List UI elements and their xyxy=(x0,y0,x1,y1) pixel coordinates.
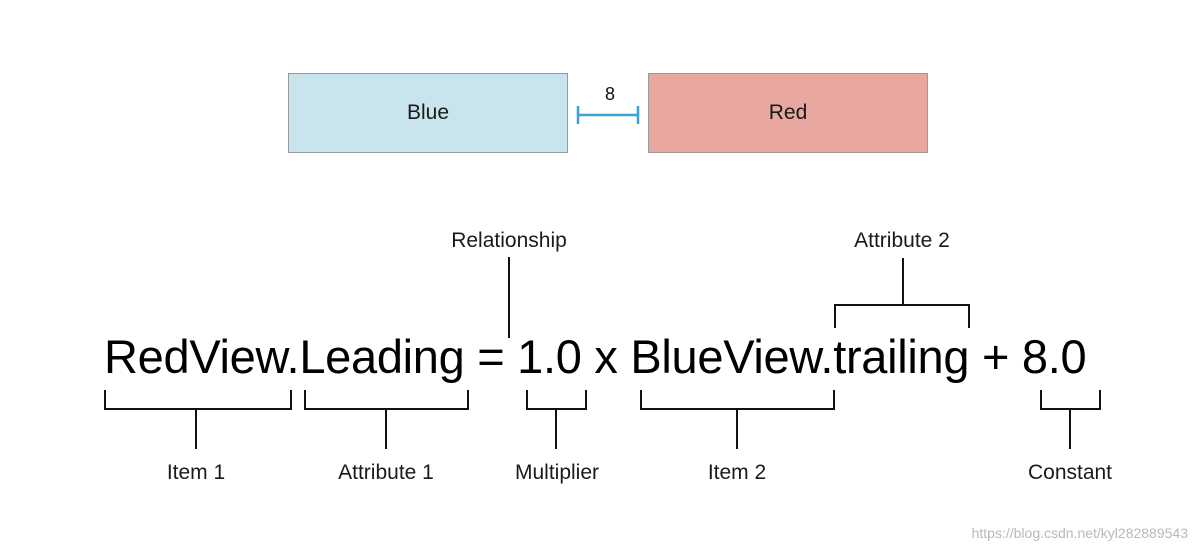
watermark-text: https://blog.csdn.net/kyl282889543 xyxy=(971,525,1188,541)
equation-item1: RedView. xyxy=(104,330,300,383)
constant-label: Constant xyxy=(1027,461,1113,484)
item1-label: Item 1 xyxy=(166,461,226,484)
equation-attribute1: Leading xyxy=(299,330,465,383)
blue-view-label: Blue xyxy=(406,101,450,124)
item2-label: Item 2 xyxy=(707,461,767,484)
equation-times: x xyxy=(581,330,631,383)
attribute2-label: Attribute 2 xyxy=(854,229,950,252)
red-view-label: Red xyxy=(768,101,808,124)
equation-attribute2: trailing xyxy=(833,330,970,383)
attribute2-bracket xyxy=(834,258,970,328)
relationship-label: Relationship xyxy=(451,229,567,252)
attribute1-label: Attribute 1 xyxy=(338,461,434,484)
attribute1-bracket xyxy=(304,390,469,449)
blue-view-box: Blue xyxy=(288,73,568,153)
equation-item2: BlueView. xyxy=(630,330,834,383)
spacing-value: 8 xyxy=(604,84,615,104)
equation-plus: + xyxy=(969,330,1022,383)
constraint-equation: RedView.Leading = 1.0 x BlueView.trailin… xyxy=(104,330,1087,383)
multiplier-bracket xyxy=(526,390,587,449)
constant-bracket xyxy=(1040,390,1101,449)
equation-equals: = xyxy=(464,330,518,383)
equation-constant: 8.0 xyxy=(1021,330,1087,383)
item1-bracket xyxy=(104,390,292,449)
spacing-indicator xyxy=(576,106,640,124)
item2-bracket xyxy=(640,390,835,449)
equation-multiplier: 1.0 xyxy=(517,330,582,383)
red-view-box: Red xyxy=(648,73,928,153)
multiplier-label: Multiplier xyxy=(514,461,600,484)
